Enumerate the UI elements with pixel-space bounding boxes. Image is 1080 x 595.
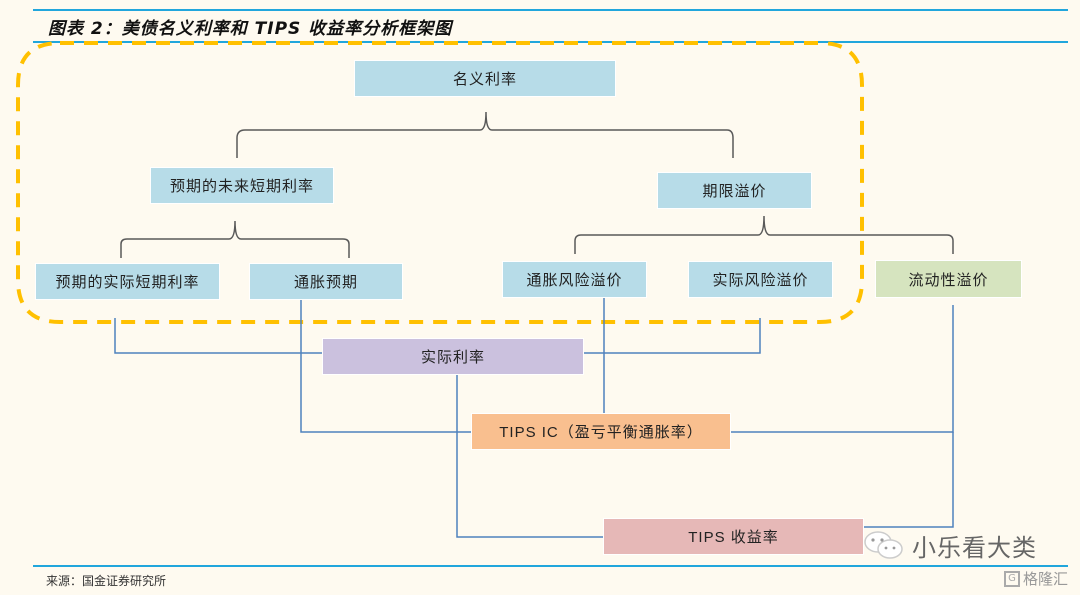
node-real-rate: 实际利率: [322, 338, 584, 375]
nominal-rate-group-border: [16, 41, 864, 324]
node-tips-yield: TIPS 收益率: [603, 518, 864, 555]
node-nominal-rate: 名义利率: [354, 60, 616, 97]
bracket-expected-future: [120, 220, 350, 258]
top-rule: [33, 9, 1068, 11]
node-real-risk-premium: 实际风险溢价: [688, 261, 833, 298]
logo-mark-icon: G: [1004, 570, 1020, 587]
wechat-icon: [864, 530, 903, 559]
node-term-premium: 期限溢价: [657, 172, 812, 209]
connector-inflation-exp-to-tips-ic: [300, 300, 472, 433]
node-expected-real-short-rate: 预期的实际短期利率: [35, 263, 220, 300]
figure-title: 图表 2：美债名义利率和 TIPS 收益率分析框架图: [48, 19, 453, 39]
connector-real-risk-to-real-rate: [583, 318, 761, 354]
connector-real-rate-to-tips-yield: [456, 374, 603, 538]
bracket-nominal: [236, 111, 734, 158]
connector-real-short-to-real-rate: [114, 318, 323, 354]
watermark-text: 小乐看大类: [912, 534, 1037, 562]
connector-liquidity-to-tips-yield: [863, 432, 954, 528]
figure-source: 来源：国金证券研究所: [46, 574, 167, 588]
node-inflation-risk-premium: 通胀风险溢价: [502, 261, 647, 298]
node-liquidity-premium: 流动性溢价: [875, 260, 1022, 298]
node-inflation-expectation: 通胀预期: [249, 263, 403, 300]
node-expected-future-short-rate: 预期的未来短期利率: [150, 167, 334, 204]
watermark: 小乐看大类: [862, 528, 1037, 563]
bracket-term-premium: [574, 215, 954, 254]
connector-liquidity-to-tips-ic: [730, 305, 954, 433]
bottom-rule: [33, 565, 1068, 567]
node-tips-ic: TIPS IC（盈亏平衡通胀率）: [471, 413, 731, 450]
publisher-logo: G 格隆汇: [1004, 568, 1068, 589]
logo-text: 格隆汇: [1023, 570, 1069, 588]
